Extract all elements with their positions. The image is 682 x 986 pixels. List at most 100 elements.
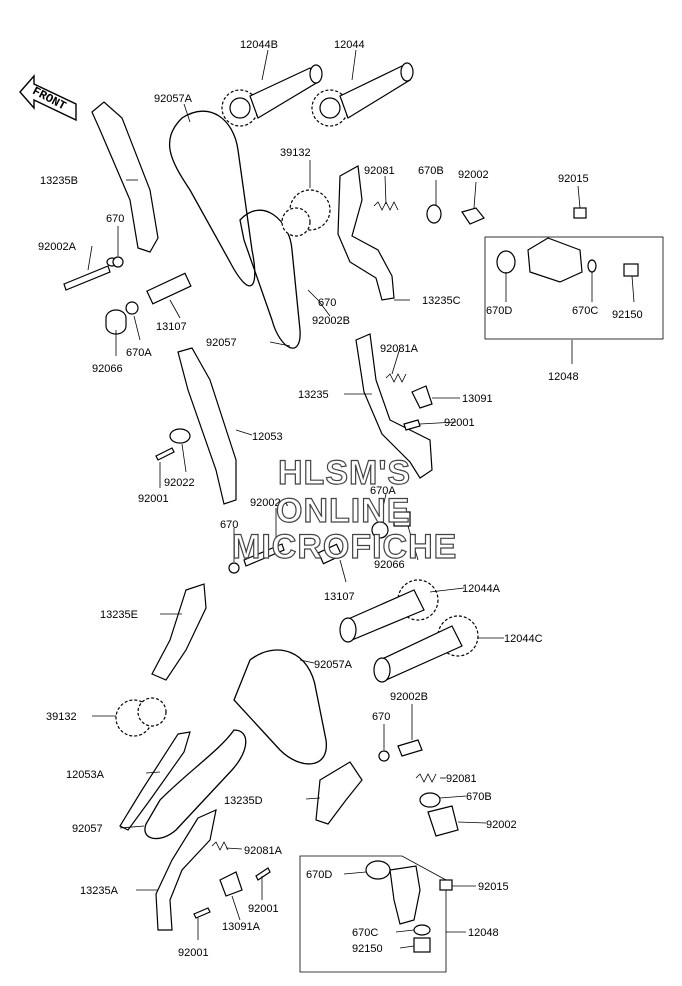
- label-92081a-top: 92081A: [380, 343, 419, 355]
- watermark-line-3: MICROFICHE: [232, 528, 457, 566]
- label-92057-low: 92057: [72, 823, 103, 835]
- camshaft-12044a: [339, 579, 439, 643]
- oring-670-low: [228, 562, 240, 574]
- oring-670c-low: [413, 924, 431, 936]
- label-12044a: 12044A: [462, 583, 501, 595]
- gear-39132-upper: [281, 189, 331, 237]
- cam-chain-92057a-lower: [233, 649, 327, 765]
- label-92066-top: 92066: [92, 363, 123, 375]
- bolt-92015-upper: [573, 207, 587, 219]
- label-12048-low: 12048: [468, 927, 499, 939]
- camshaft-12044: [311, 62, 414, 127]
- front-arrow-icon: FRONT: [19, 74, 77, 122]
- label-13107-top: 13107: [156, 321, 187, 333]
- label-670a-mid: 670A: [370, 485, 396, 497]
- bolt-92002b-low: [397, 739, 423, 757]
- label-92015-top: 92015: [558, 173, 589, 185]
- label-13235e: 13235E: [100, 609, 138, 621]
- label-13235b: 13235B: [40, 175, 78, 187]
- spring-92081a-low: [211, 841, 229, 851]
- label-92150-low: 92150: [352, 943, 383, 955]
- label-12053a: 12053A: [66, 769, 105, 781]
- bolt-92002a-mid: [243, 543, 285, 567]
- oring-670d-low: [365, 860, 391, 880]
- spring-92081-low: [415, 773, 437, 783]
- tensioner-body-lower: [389, 865, 421, 925]
- label-39132-top: 39132: [280, 147, 311, 159]
- cap-92150-upper: [623, 263, 639, 277]
- label-92002-top: 92002: [458, 169, 489, 181]
- label-670d-top: 670D: [486, 305, 512, 317]
- bolt-92002a-upper: [63, 265, 111, 291]
- label-92057a-top: 92057A: [154, 93, 193, 105]
- bolt-92002-low: [427, 805, 459, 837]
- bolt-92001-mid: [403, 419, 421, 431]
- chain-guide-12053a: [119, 731, 191, 831]
- label-670b-top: 670B: [418, 165, 444, 177]
- label-13235d: 13235D: [224, 795, 263, 807]
- oring-670a-mid: [371, 521, 389, 539]
- watermark-line-1: HLSM'S: [278, 454, 411, 492]
- oring-670-upper: [112, 256, 124, 268]
- tensioner-lever-13235: [355, 333, 433, 479]
- bolt-92001-low1: [193, 907, 211, 919]
- oring-670b-upper: [426, 204, 442, 224]
- tensioner-box-12048-upper: [484, 236, 664, 340]
- label-12053: 12053: [252, 431, 283, 443]
- plug-92066-mid: [393, 511, 411, 527]
- label-670-top: 670: [106, 213, 124, 225]
- cam-chain-92057-lower: [144, 729, 247, 840]
- label-12044b: 12044B: [240, 39, 278, 51]
- cap-92150-low: [413, 937, 431, 953]
- label-12048-top: 12048: [548, 371, 579, 383]
- label-670-lower: 670: [372, 711, 390, 723]
- label-92002a-top: 92002A: [38, 241, 77, 253]
- label-13091a: 13091A: [222, 921, 261, 933]
- label-92022: 92022: [164, 477, 195, 489]
- oring-670a-upper: [125, 301, 139, 315]
- bolt-92001-low2: [255, 867, 271, 881]
- oring-670b-low: [419, 792, 441, 808]
- label-670d-low: 670D: [306, 869, 332, 881]
- cam-chain-92057a-upper: [168, 110, 256, 287]
- part-labels: 12044B 12044 92057A 13235B 670 92002A 39…: [38, 39, 643, 959]
- label-670c-low: 670C: [352, 927, 378, 939]
- tensioner-body-upper: [527, 237, 583, 283]
- label-92002b-low: 92002B: [390, 691, 428, 703]
- label-13107-low: 13107: [324, 591, 355, 603]
- label-92081-low: 92081: [446, 773, 477, 785]
- tensioner-lever-13235a: [155, 808, 217, 931]
- label-92002-low: 92002: [486, 819, 517, 831]
- pin-13107-upper: [146, 272, 192, 305]
- label-670-mid: 670: [318, 297, 336, 309]
- chain-guide-13235b: [91, 101, 159, 253]
- plug-92066-upper: [105, 309, 127, 335]
- label-92057a-low: 92057A: [314, 659, 353, 671]
- label-92002b-top: 92002B: [312, 315, 350, 327]
- label-92001-low2: 92001: [248, 903, 279, 915]
- label-13235: 13235: [298, 389, 329, 401]
- chain-guide-13235e: [151, 583, 207, 681]
- label-92001-mid: 92001: [444, 417, 475, 429]
- plate-13091: [411, 385, 433, 409]
- label-92057: 92057: [206, 337, 237, 349]
- cam-chain-92057-upper: [239, 209, 301, 349]
- label-92066-low: 92066: [374, 559, 405, 571]
- bolt-92015-low: [439, 879, 453, 891]
- label-92001-left: 92001: [138, 493, 169, 505]
- washer-92022: [169, 428, 191, 444]
- gear-39132-lower: [115, 697, 167, 737]
- label-92081: 92081: [364, 165, 395, 177]
- oring-670-lower: [378, 750, 390, 762]
- camshaft-12044c: [373, 615, 479, 683]
- label-92002a-mid: 92002A: [250, 497, 289, 509]
- label-92081a-low: 92081A: [244, 845, 283, 857]
- front-label: FRONT: [30, 84, 68, 113]
- chain-guide-12053: [177, 347, 237, 505]
- plate-13091a: [219, 871, 243, 897]
- camshaft-12044b: [221, 64, 323, 127]
- label-13091: 13091: [462, 393, 493, 405]
- tensioner-box-12048-lower: [299, 855, 447, 973]
- label-13235a: 13235A: [80, 885, 119, 897]
